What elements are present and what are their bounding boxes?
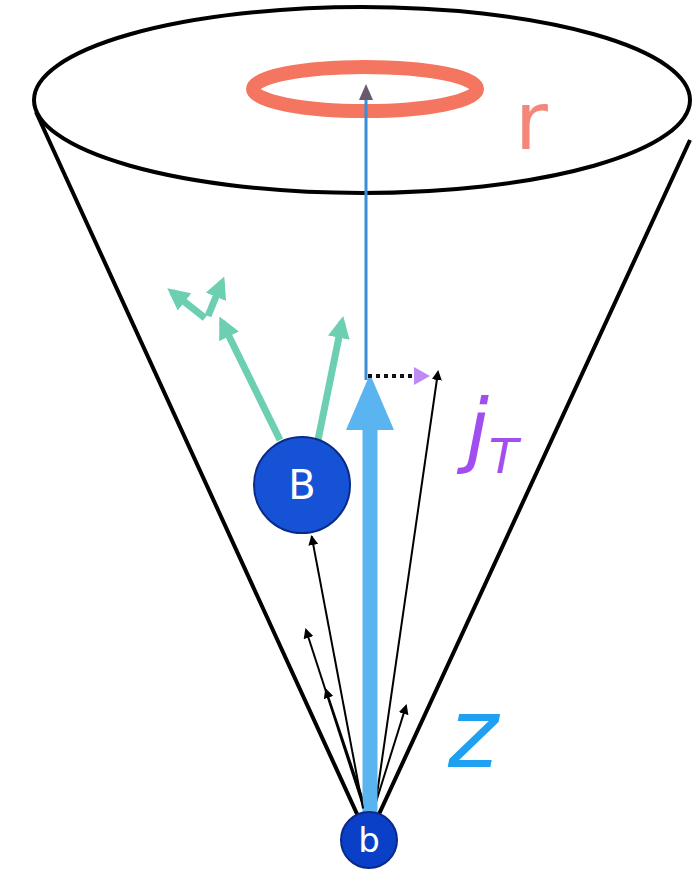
r-label: r <box>515 82 548 162</box>
b-quark-circle: b <box>339 810 399 870</box>
decay-arrow <box>222 322 280 440</box>
decay-arrow <box>208 282 222 316</box>
jt-label: jT <box>466 388 518 480</box>
cone-opening <box>34 7 690 193</box>
axis-line <box>365 98 368 380</box>
z-label: z <box>448 686 498 782</box>
particle-arrow <box>374 372 438 815</box>
decay-arrow <box>318 322 342 440</box>
decay-arrow <box>172 292 205 318</box>
node-letter: b <box>358 820 380 860</box>
particle-arrow <box>312 536 363 808</box>
jt-arrow <box>368 374 426 378</box>
node-letter: B <box>288 462 315 508</box>
b-hadron-circle: B <box>252 435 352 535</box>
axis-head <box>359 84 373 100</box>
jet-axis-head <box>346 374 394 430</box>
cone-side <box>36 112 690 838</box>
jet-axis-arrow <box>363 420 378 812</box>
